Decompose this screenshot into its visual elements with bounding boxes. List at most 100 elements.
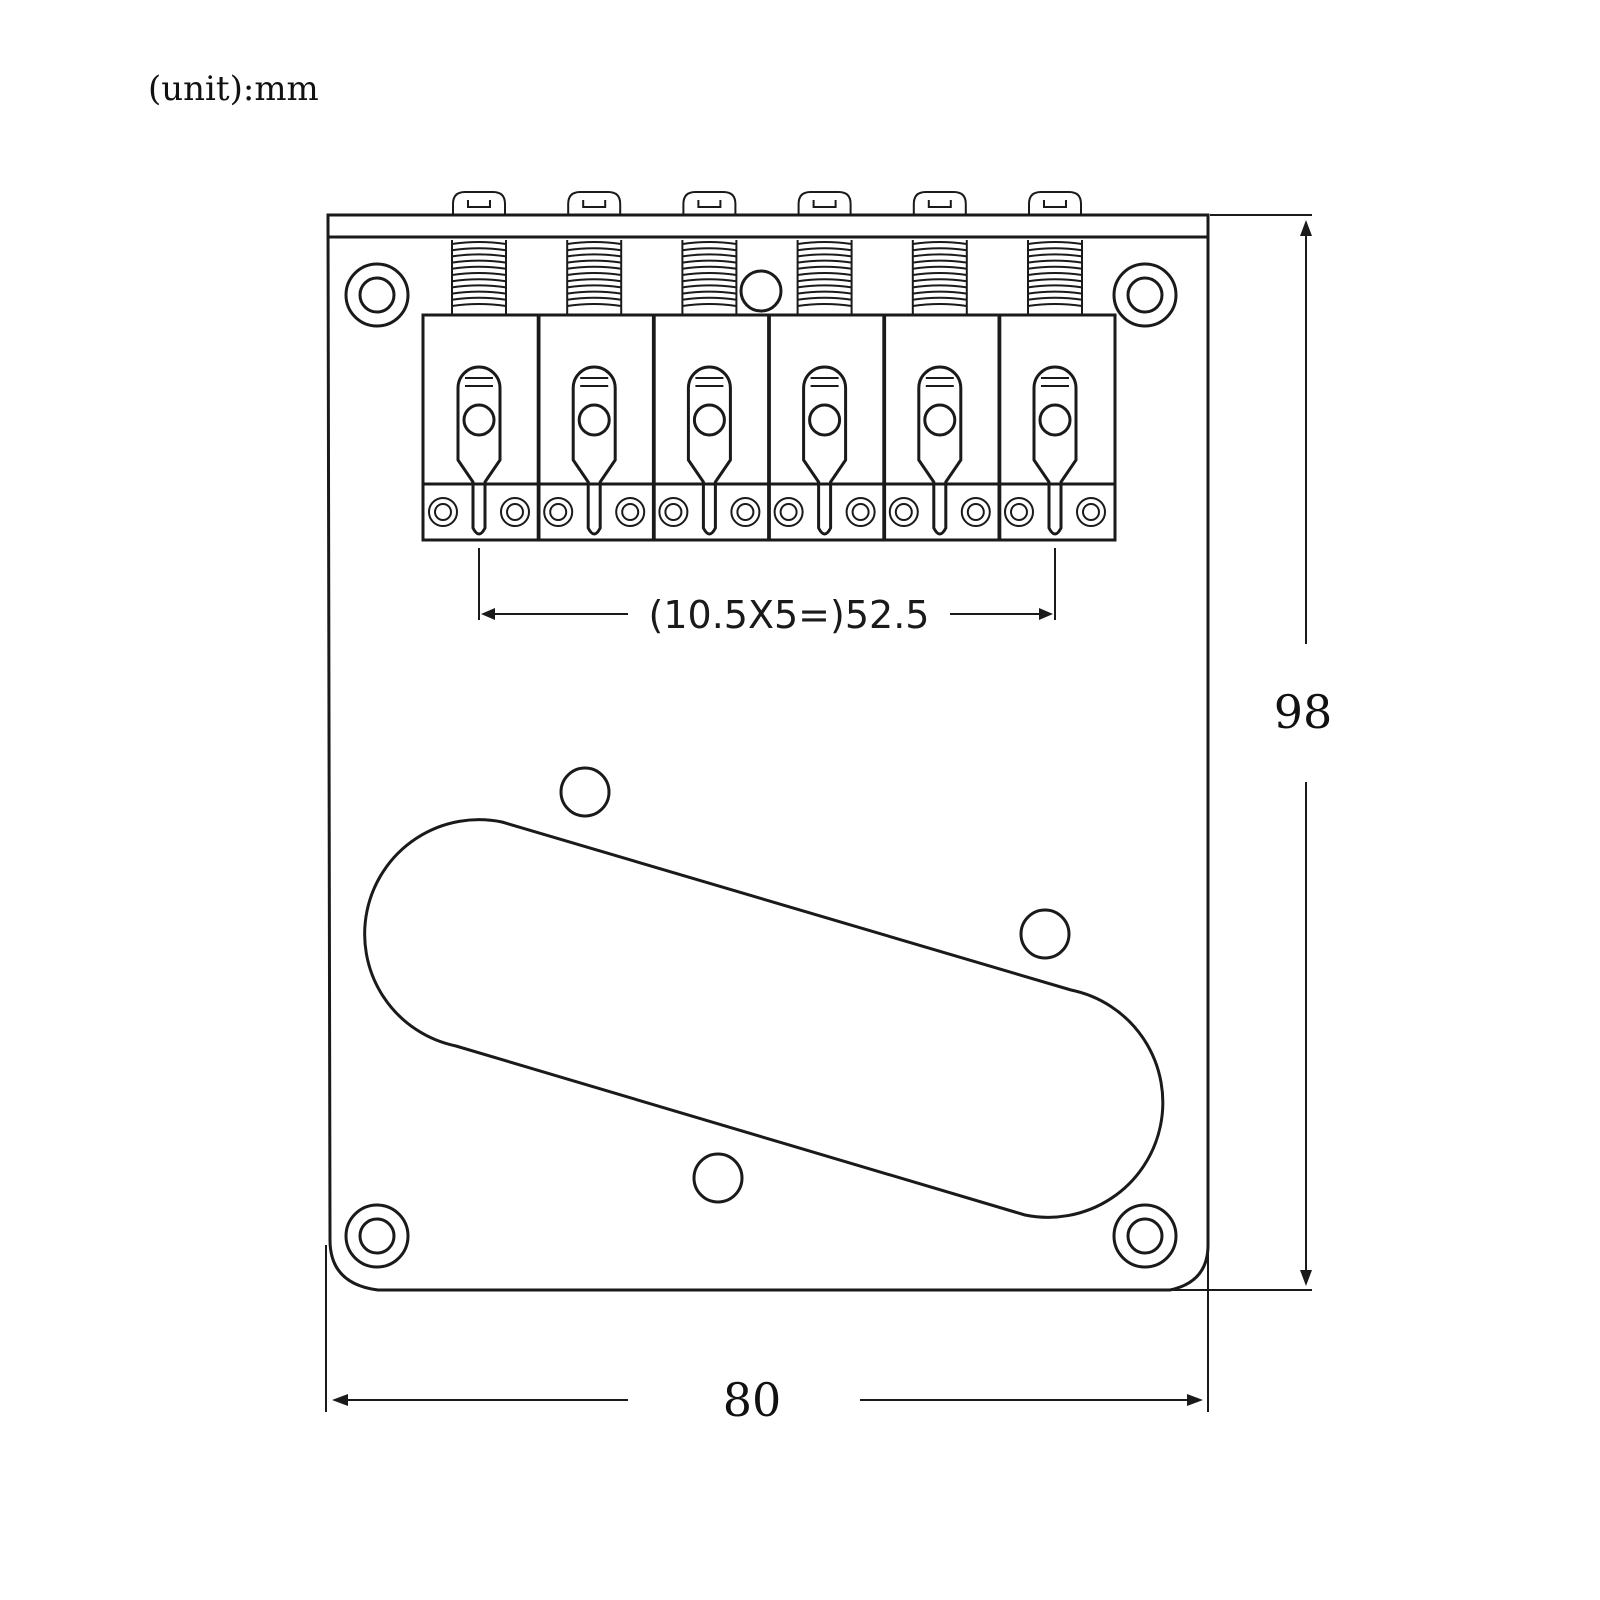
height-screw-icon [845, 497, 876, 527]
spring-coil [567, 303, 622, 307]
spring-coil [567, 247, 622, 252]
spring-coil [912, 303, 967, 307]
height-screw-core [1010, 503, 1028, 521]
spring-coil [567, 253, 622, 258]
spring [451, 240, 507, 314]
spring-coil [912, 296, 967, 301]
spring-coil [451, 290, 507, 295]
mounting-hole-top-right [1112, 262, 1178, 328]
spring-coil [682, 259, 737, 264]
height-screw-core [894, 503, 913, 521]
string-spacing-label: (10.5X5=)52.5 [649, 593, 930, 637]
string-slot [917, 365, 963, 536]
spring-coil [682, 247, 737, 252]
spring-coil [912, 265, 967, 270]
mounting-hole-bottom-right [1112, 1203, 1178, 1269]
spring-coil [912, 247, 967, 252]
slot-hole [692, 403, 726, 437]
spring-coil [682, 303, 737, 307]
height-label: 98 [1274, 685, 1333, 739]
screw-head [452, 191, 506, 215]
spring-coil [912, 290, 967, 295]
height-screw-icon [615, 497, 646, 527]
spring-coil [451, 259, 507, 264]
spring-coil [797, 272, 852, 276]
saddle-block [997, 313, 1117, 542]
mounting-hole-top-left [344, 262, 410, 328]
spring-coil [1027, 296, 1083, 301]
slot-hole [462, 403, 496, 437]
spring-coil [797, 290, 852, 295]
spring-coil [451, 241, 507, 245]
spring-coil [451, 247, 507, 252]
spring [681, 240, 738, 314]
pickup-cutout [363, 818, 1165, 1219]
spring-coil [797, 241, 852, 245]
string-slot [686, 365, 732, 536]
spring-coil [682, 290, 737, 295]
spring-coil [912, 284, 967, 289]
height-screw-icon [730, 497, 761, 527]
spring-coil [1027, 272, 1083, 276]
saddle [997, 191, 1117, 542]
pickup-hole [692, 1152, 744, 1204]
slot-hole [923, 403, 957, 437]
slot-hole [808, 403, 842, 437]
string-slot [456, 365, 502, 536]
screw-slot [467, 200, 491, 208]
saddle [421, 191, 541, 542]
screw-head [797, 191, 852, 215]
spring-coil [451, 303, 507, 307]
spring-coil [1027, 241, 1083, 245]
string-slot [571, 365, 617, 536]
spring-coil [797, 303, 852, 307]
spring-coil [912, 278, 967, 283]
saddle [651, 191, 771, 542]
pickup-hole [1019, 908, 1071, 960]
spring-coil [682, 265, 737, 270]
screw-slot [582, 200, 607, 208]
spring-coil [451, 272, 507, 276]
height-screw-icon [960, 497, 991, 527]
height-screw-core [506, 503, 524, 521]
unit-label: (unit):mm [148, 69, 319, 109]
spring-coil [797, 259, 852, 264]
spring-coil [567, 241, 622, 245]
spring-coil [451, 265, 507, 270]
screw-head [567, 191, 622, 215]
height-screw-icon [888, 497, 919, 527]
height-screw-core [851, 503, 870, 521]
spring-coil [797, 253, 852, 258]
saddle [882, 191, 1002, 542]
spring [911, 240, 968, 314]
spring-coil [567, 284, 622, 289]
height-screw-icon [543, 497, 574, 527]
height-screw-icon [1004, 497, 1034, 527]
spring-coil [1027, 253, 1083, 258]
spring-coil [1027, 290, 1083, 295]
center-hole [739, 269, 783, 313]
slot-hole [577, 403, 611, 437]
height-dimension: 98 [1160, 214, 1333, 1291]
spring-coil [567, 296, 622, 301]
spring-coil [682, 284, 737, 289]
slot-hole [1038, 403, 1072, 437]
spring-coil [797, 278, 852, 283]
height-screw-core [1082, 503, 1100, 521]
height-screw-core [736, 503, 755, 521]
height-screw-icon [1076, 497, 1106, 527]
width-dimension: 80 [325, 1245, 1209, 1427]
spring [1027, 240, 1083, 314]
screw-slot [927, 200, 952, 208]
height-screw-core [621, 503, 640, 521]
screw-slot [1043, 200, 1067, 208]
spring-coil [451, 253, 507, 258]
spring-coil [567, 290, 622, 295]
height-screw-core [779, 503, 798, 521]
height-screw-icon [658, 497, 689, 527]
spring-coil [682, 241, 737, 245]
saddle [536, 191, 656, 542]
base-plate [326, 213, 1210, 1292]
spring-coil [682, 278, 737, 283]
